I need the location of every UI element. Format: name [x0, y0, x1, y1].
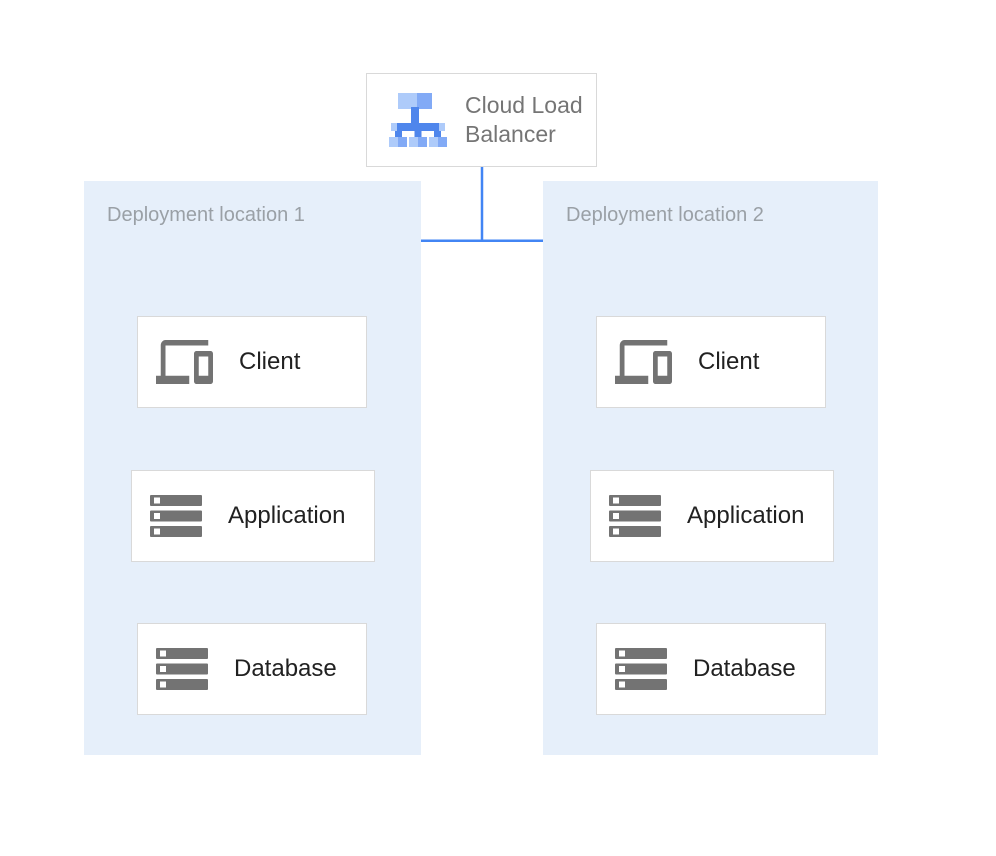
node-label: Client [239, 348, 301, 375]
node-label: Database [693, 655, 796, 682]
server-stack-icon [615, 648, 667, 690]
server-stack-icon [156, 648, 208, 690]
application-node-1: Application [131, 470, 375, 562]
server-stack-icon [609, 495, 661, 537]
client-node-2: Client [596, 316, 826, 408]
cloud-load-balancer-node: Cloud Load Balancer [366, 73, 597, 167]
node-label: Application [687, 502, 805, 529]
server-stack-icon [150, 495, 202, 537]
panel-label-1: Deployment location 1 [107, 204, 305, 226]
client-node-1: Client [137, 316, 367, 408]
load-balancer-icon [389, 93, 447, 147]
database-node-2: Database [596, 623, 826, 715]
node-label: Client [698, 348, 760, 375]
load-balancer-label: Cloud Load Balancer [465, 91, 583, 149]
devices-icon [156, 340, 213, 384]
devices-icon [615, 340, 672, 384]
database-node-1: Database [137, 623, 367, 715]
load-balancer-label-line2: Balancer [465, 121, 556, 147]
application-node-2: Application [590, 470, 834, 562]
node-label: Database [234, 655, 337, 682]
panel-label-2: Deployment location 2 [566, 204, 764, 226]
node-label: Application [228, 502, 346, 529]
load-balancer-label-line1: Cloud Load [465, 92, 583, 118]
